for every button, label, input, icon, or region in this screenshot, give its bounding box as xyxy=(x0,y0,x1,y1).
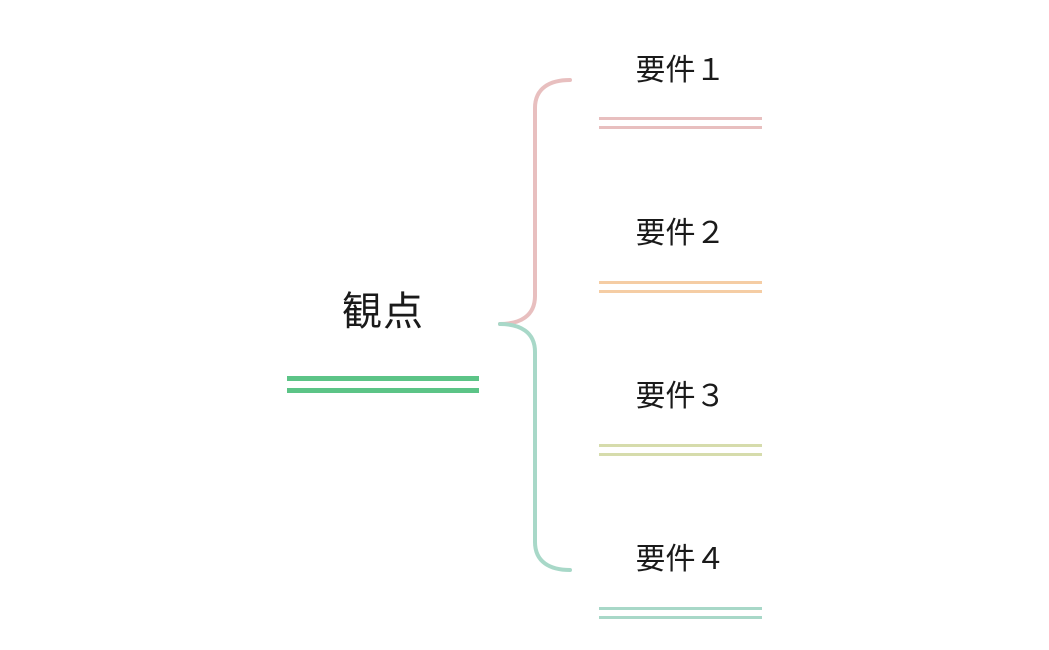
requirement-2-underline xyxy=(599,281,762,293)
requirement-2-label: 要件２ xyxy=(635,216,726,251)
requirement-4-underline xyxy=(599,607,762,619)
requirement-3-underline xyxy=(599,444,762,456)
root-node-label: 観点 xyxy=(342,289,424,335)
root-node-underline xyxy=(287,376,479,393)
requirement-4-label: 要件４ xyxy=(635,542,726,577)
requirement-1-label: 要件１ xyxy=(635,53,726,88)
requirement-3-label: 要件３ xyxy=(635,379,726,414)
requirement-1-underline xyxy=(599,117,762,129)
brace-lower-arm xyxy=(498,322,572,572)
brace-upper-arm xyxy=(498,78,572,326)
